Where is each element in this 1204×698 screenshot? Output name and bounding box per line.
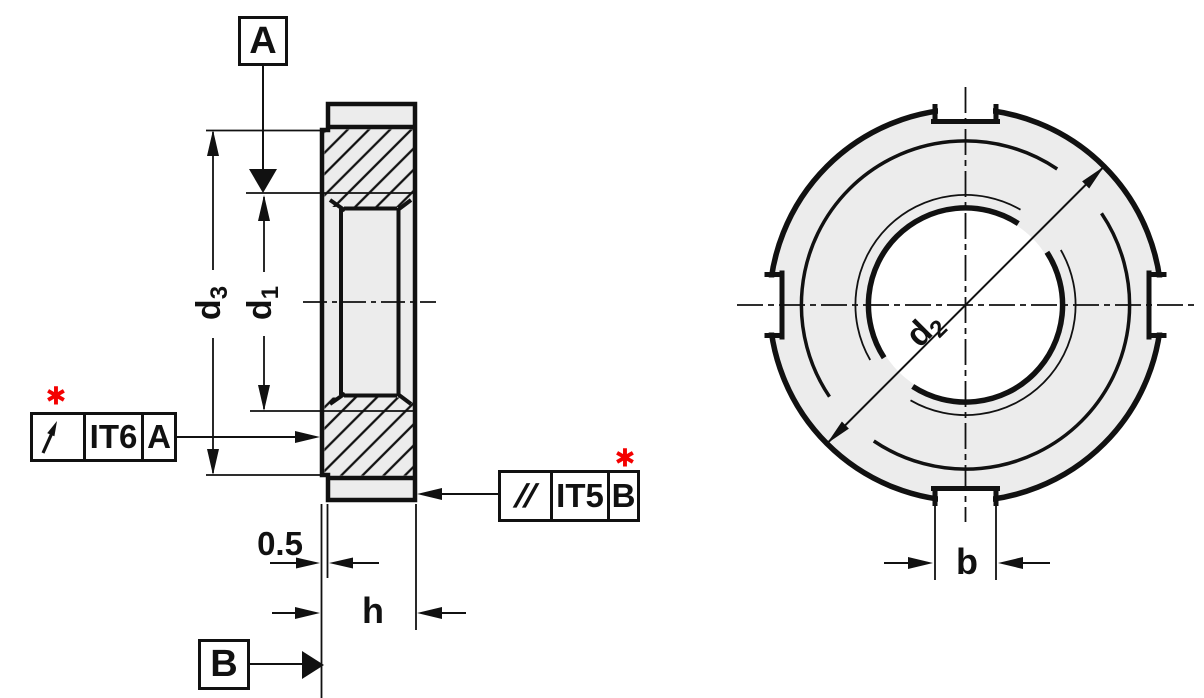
dim-05-label: 0.5 xyxy=(257,525,303,562)
fcf-parallelism-symbol-cell: // xyxy=(501,473,550,519)
fcf-runout-symbol-cell xyxy=(33,415,83,459)
dim-05-arrow-left xyxy=(296,557,320,569)
section-view xyxy=(303,101,436,503)
hatch-area-top xyxy=(324,129,414,207)
datum-box-b: B xyxy=(198,639,250,690)
d2-arrow-upper xyxy=(1082,166,1104,189)
dim-b-arrow-right xyxy=(998,557,1023,569)
d3-arrow-down xyxy=(207,449,219,475)
dim-d2-line xyxy=(826,165,1105,445)
dim-b xyxy=(884,506,1050,580)
d2-arrow-lower xyxy=(827,421,849,444)
d1-arrow-down xyxy=(258,385,270,411)
parallelism-leader-arrow xyxy=(417,488,442,500)
fcf-parallelism: // IT5 B xyxy=(498,470,640,522)
section-dimensions xyxy=(177,66,498,698)
front-view xyxy=(737,87,1199,580)
d3-sub: 3 xyxy=(206,285,233,300)
footnote-asterisk-runout: ✱ xyxy=(45,381,67,411)
dim-h-arrow-left xyxy=(295,607,320,619)
contact-face-circle xyxy=(799,139,1132,471)
datum-box-a: A xyxy=(238,16,288,66)
dim-d2 xyxy=(826,165,1105,445)
datum-b-text: B xyxy=(210,643,238,685)
fcf-parallelism-tolerance: IT5 xyxy=(550,473,607,519)
dim-d1-label: d1 xyxy=(241,286,285,320)
fcf-runout: IT6 A xyxy=(30,412,177,462)
parallelism-icon: // xyxy=(513,477,539,514)
d1-sub: 1 xyxy=(257,285,284,300)
d1-arrow-up xyxy=(258,195,270,221)
fcf-runout-tolerance: IT6 xyxy=(83,415,141,459)
fcf-parallelism-datum: B xyxy=(607,473,637,519)
thread-major-circle xyxy=(854,194,1077,416)
dim-05-arrow-right xyxy=(329,557,353,569)
chamfer-top-right xyxy=(395,198,413,213)
footnote-asterisk-parallelism: ✱ xyxy=(614,443,636,473)
fcf-runout-datum: A xyxy=(141,415,174,459)
dim-d3-label: d3 xyxy=(190,286,234,320)
circular-runout-icon xyxy=(41,421,57,454)
d3-arrow-up xyxy=(207,130,219,156)
datum-a-triangle xyxy=(249,169,277,193)
chamfer-top-left xyxy=(328,198,347,213)
chamfer-bottom-left xyxy=(328,391,347,406)
dim-b-label: b xyxy=(956,541,978,582)
chamfer-bottom-right xyxy=(395,391,413,406)
d3-base: d xyxy=(190,299,228,321)
dim-h-arrow-right xyxy=(417,607,442,619)
dim-h-label: h xyxy=(362,590,384,631)
dim-b-arrow-left xyxy=(908,557,933,569)
bore-circle xyxy=(865,205,1066,405)
datum-b-triangle xyxy=(302,651,324,679)
d1-base: d xyxy=(241,299,279,321)
hatch-area-bottom xyxy=(324,397,414,476)
runout-leader-arrow xyxy=(295,431,320,443)
datum-a-text: A xyxy=(249,19,277,62)
